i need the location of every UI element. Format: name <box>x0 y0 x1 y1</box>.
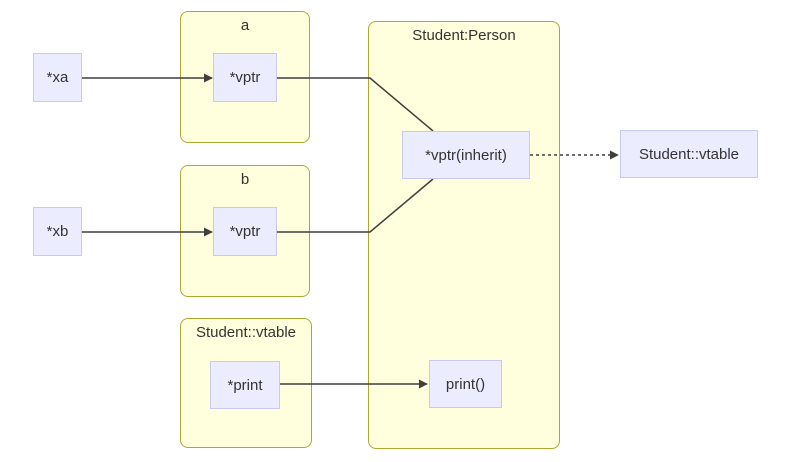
cluster-student-person-label: Student:Person <box>412 27 516 44</box>
cluster-b-label: b <box>240 171 250 188</box>
node-vptr-a: *vptr <box>213 53 277 102</box>
node-xa: *xa <box>33 53 82 102</box>
cluster-student-vtable-label: Student::vtable <box>195 324 297 341</box>
node-vptr-inherit: *vptr(inherit) <box>402 131 530 179</box>
cluster-a-label: a <box>240 17 250 34</box>
node-student-vtable: Student::vtable <box>620 130 758 178</box>
node-xb: *xb <box>33 207 82 256</box>
node-print-fn: print() <box>429 360 502 408</box>
node-print-ptr: *print <box>210 361 280 409</box>
node-vptr-b: *vptr <box>213 207 277 256</box>
cluster-student-vtable: Student::vtable <box>180 318 312 448</box>
